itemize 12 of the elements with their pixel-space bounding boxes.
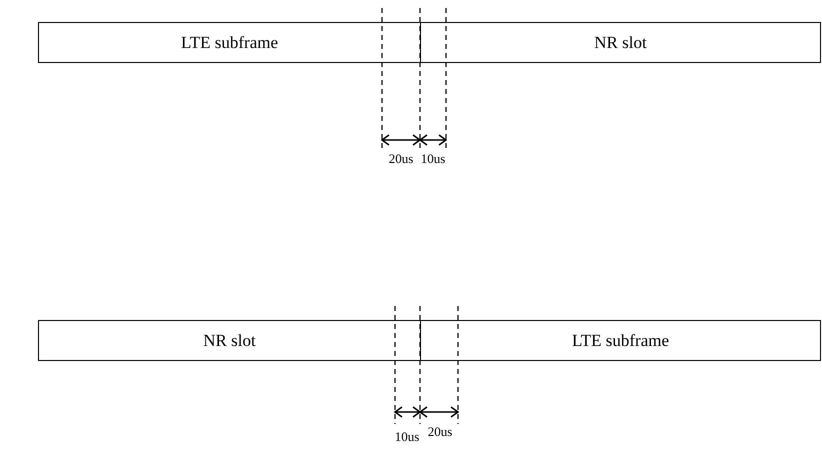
duration-label: 20us <box>428 424 452 440</box>
frame-segment-box <box>38 320 421 361</box>
segment-label: NR slot <box>594 32 647 52</box>
frame-segment-box <box>38 22 421 63</box>
segment-label: LTE subframe <box>572 330 670 350</box>
duration-label: 10us <box>394 429 420 445</box>
frame-segment-box <box>420 22 821 63</box>
segment-label: LTE subframe <box>180 32 278 52</box>
duration-label: 20us <box>388 151 414 167</box>
frame-segment-box <box>420 320 821 361</box>
segment-label: NR slot <box>203 330 256 350</box>
duration-label: 10us <box>420 151 446 167</box>
